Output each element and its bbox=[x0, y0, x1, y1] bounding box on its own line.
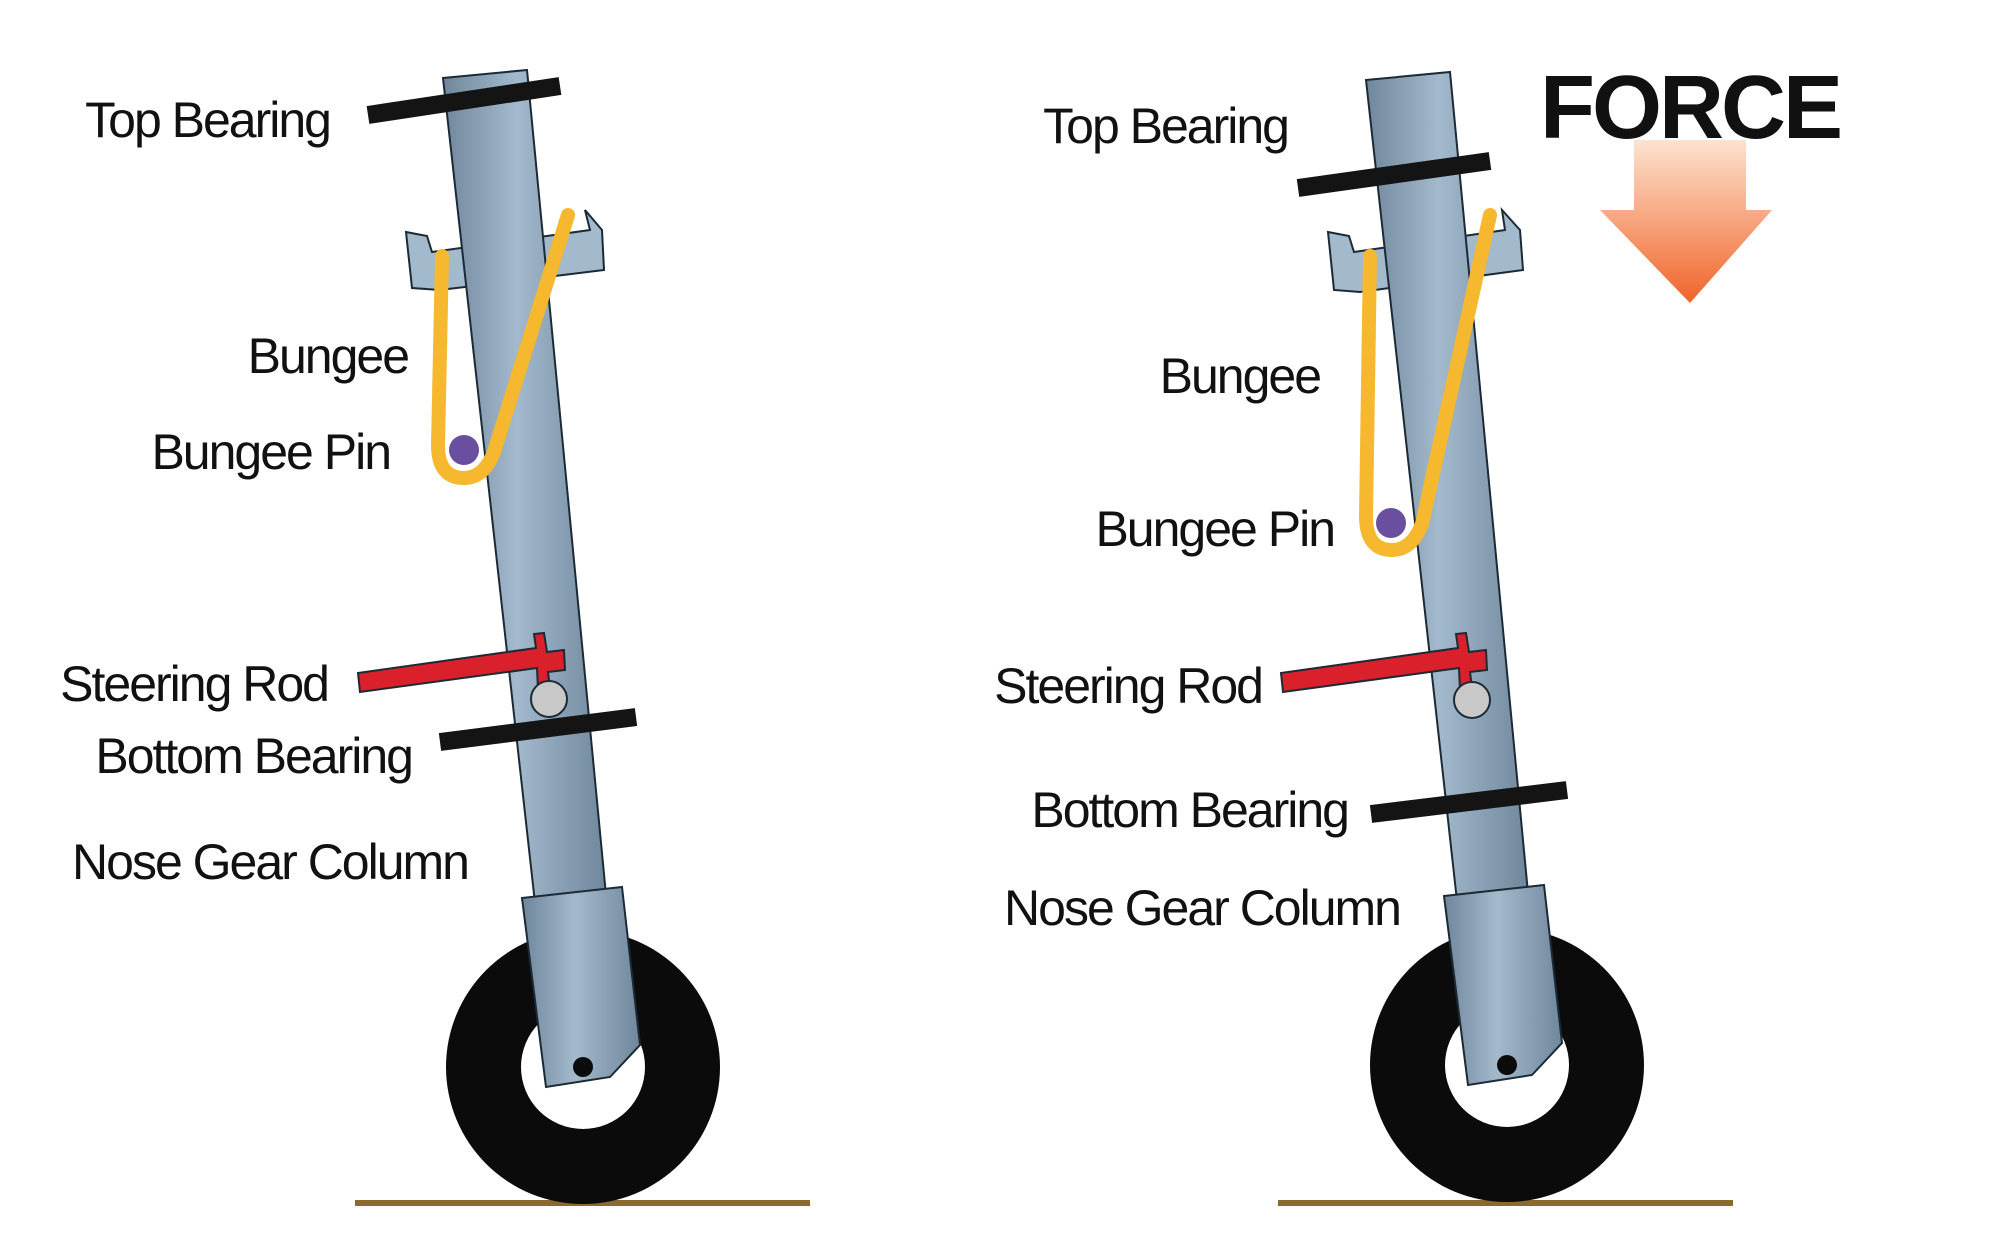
label-top-bearing: Top Bearing bbox=[85, 92, 330, 148]
steering-pivot bbox=[530, 680, 568, 718]
bungee-cord bbox=[431, 208, 575, 485]
top-bearing-bar bbox=[1296, 152, 1492, 197]
axle bbox=[1497, 1055, 1517, 1075]
label-bottom-bearing: Bottom Bearing bbox=[95, 728, 412, 784]
bungee-pin bbox=[449, 435, 479, 465]
label-nose-gear-column: Nose Gear Column bbox=[72, 834, 468, 890]
label-force: FORCE bbox=[1540, 58, 1840, 158]
bottom-bearing-bar bbox=[438, 708, 638, 751]
bungee-cord bbox=[1359, 208, 1497, 557]
right-panel: FORCE Top Bearing Bungee Bungee Pin Stee… bbox=[994, 58, 1843, 1206]
axle bbox=[573, 1057, 593, 1077]
nose-gear-column-tube bbox=[1364, 70, 1530, 903]
nose-gear-fork bbox=[520, 885, 642, 1089]
force-arrow bbox=[1600, 140, 1772, 303]
label-steering-rod: Steering Rod bbox=[994, 658, 1262, 714]
bottom-bearing-bar bbox=[1369, 781, 1569, 823]
label-bungee: Bungee bbox=[248, 328, 409, 384]
steering-rod bbox=[1279, 631, 1489, 694]
bungee-pin bbox=[1376, 508, 1406, 538]
left-panel: Top Bearing Bungee Bungee Pin Steering R… bbox=[60, 68, 810, 1206]
label-bottom-bearing: Bottom Bearing bbox=[1031, 782, 1348, 838]
label-top-bearing: Top Bearing bbox=[1043, 98, 1288, 154]
steering-rod bbox=[356, 631, 567, 694]
nose-gear-column-tube bbox=[441, 68, 608, 905]
top-bearing-bar bbox=[366, 77, 562, 124]
label-steering-rod: Steering Rod bbox=[60, 656, 328, 712]
label-bungee: Bungee bbox=[1160, 348, 1321, 404]
steering-pivot bbox=[1453, 681, 1491, 719]
label-bungee-pin: Bungee Pin bbox=[151, 424, 390, 480]
label-bungee-pin: Bungee Pin bbox=[1095, 501, 1334, 557]
nose-gear-fork bbox=[1442, 883, 1564, 1087]
label-nose-gear-column: Nose Gear Column bbox=[1004, 880, 1400, 936]
